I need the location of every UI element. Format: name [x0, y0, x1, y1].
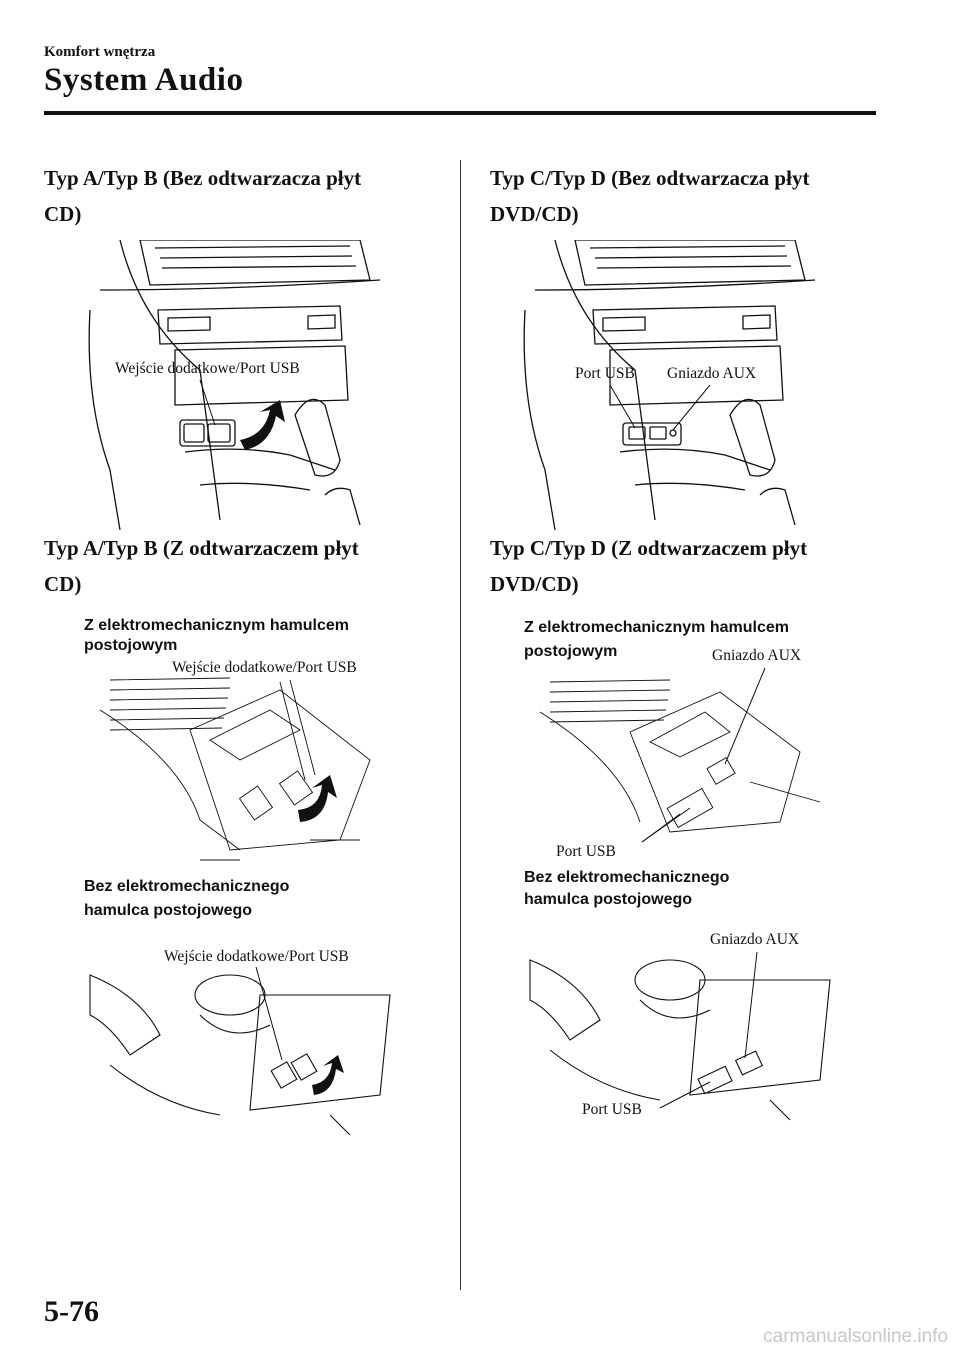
aux-usb-label: Wejście dodatkowe/Port USB — [115, 360, 300, 377]
section-label: Komfort wnętrza — [44, 44, 156, 60]
aux-jack-label: Gniazdo AUX — [712, 647, 801, 664]
heading-type-cd-with-dvd: Typ C/Typ D (Z odtwarzaczem płyt DVD/CD) — [490, 536, 808, 596]
caption-with-epb: Z elektromechanicznym hamulcem — [84, 617, 349, 634]
page-title: System Audio — [44, 62, 244, 98]
caption-without-epb-line2: hamulca postojowego — [84, 902, 252, 919]
aux-jack-label: Gniazdo AUX — [710, 931, 799, 948]
caption-without-epb: Bez elektromechanicznego — [84, 878, 290, 895]
page-number: 5-76 — [44, 1295, 99, 1328]
usb-port-label: Port USB — [575, 365, 635, 382]
caption-without-epb: Bez elektromechanicznego — [524, 869, 730, 886]
aux-usb-label: Wejście dodatkowe/Port USB — [164, 948, 349, 965]
caption-with-epb-line2: postojowym — [84, 637, 177, 654]
figure-type-ab-no-cd: Wejście dodatkowe/Port USB — [80, 240, 400, 530]
heading-type-ab-with-cd: Typ A/Typ B (Z odtwarzaczem płyt CD) — [44, 536, 359, 596]
aux-jack-label: Gniazdo AUX — [667, 365, 756, 382]
heading-type-ab-no-cd: Typ A/Typ B (Bez odtwarzacza płyt CD) — [44, 166, 362, 226]
watermark: carmanualsonline.info — [763, 1326, 948, 1347]
caption-with-epb-line2: postojowym — [524, 643, 617, 660]
figure-type-cd-with-dvd-no-epb: Bez elektromechanicznego hamulca postojo… — [520, 860, 840, 1130]
aux-usb-label: Wejście dodatkowe/Port USB — [172, 659, 357, 676]
title-rule — [44, 111, 876, 115]
caption-with-epb: Z elektromechanicznym hamulcem — [524, 619, 789, 636]
usb-port-label: Port USB — [582, 1101, 642, 1118]
usb-port-label: Port USB — [556, 843, 616, 860]
figure-type-ab-with-cd-epb: Z elektromechanicznym hamulcem postojowy… — [80, 610, 410, 870]
figure-type-ab-with-cd-no-epb: Bez elektromechanicznego hamulca postojo… — [80, 875, 410, 1135]
figure-type-cd-with-dvd-epb: Z elektromechanicznym hamulcem postojowy… — [520, 612, 840, 862]
heading-type-cd-no-dvd: Typ C/Typ D (Bez odtwarzacza płyt DVD/CD… — [490, 166, 810, 226]
column-divider — [460, 160, 461, 1290]
caption-without-epb-line2: hamulca postojowego — [524, 891, 692, 908]
figure-type-cd-no-dvd: Port USB Gniazdo AUX — [515, 240, 845, 530]
